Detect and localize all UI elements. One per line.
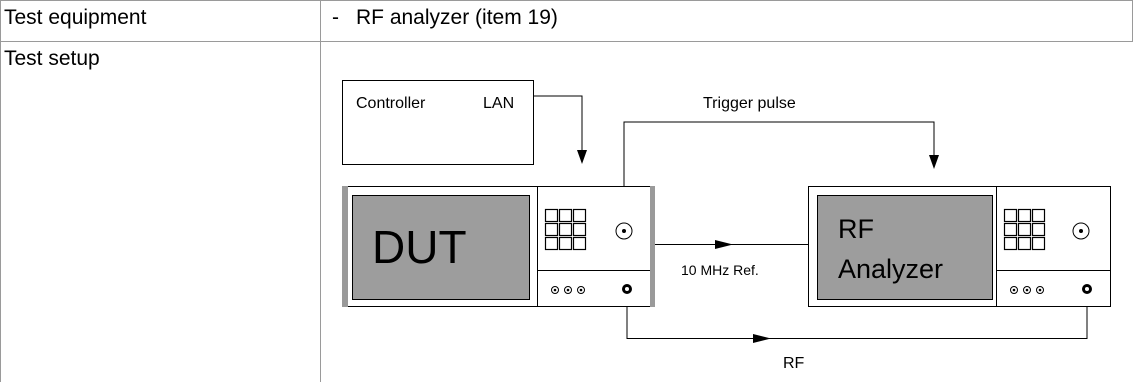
lan-connection: [533, 95, 583, 152]
ref-arrowhead: [715, 240, 733, 249]
dut-instrument: [342, 186, 655, 307]
rf-analyzer-label-line2: Analyzer: [838, 254, 943, 284]
rf-analyzer-label-line1: RF: [838, 214, 874, 244]
trigger-pulse-label: Trigger pulse: [703, 95, 796, 112]
lan-port-label: LAN: [483, 95, 514, 112]
row-value-test-equipment: RF analyzer (item 19): [356, 6, 558, 29]
rf-arrowhead: [753, 334, 771, 343]
rf-label: RF: [783, 355, 805, 372]
rf-analyzer-instrument: [808, 186, 1111, 307]
dut-label: DUT: [372, 221, 467, 273]
trigger-arrowhead: [929, 155, 939, 169]
row-label-test-setup: Test setup: [4, 47, 100, 70]
ref-label: 10 MHz Ref.: [681, 262, 759, 278]
rf-connection: [626, 307, 1088, 339]
row-label-test-equipment: Test equipment: [4, 6, 147, 29]
controller-label: Controller: [356, 95, 426, 112]
list-dash: -: [332, 6, 339, 29]
trigger-connection: [623, 121, 935, 186]
controller-box: [342, 80, 534, 165]
lan-arrowhead: [577, 150, 587, 164]
